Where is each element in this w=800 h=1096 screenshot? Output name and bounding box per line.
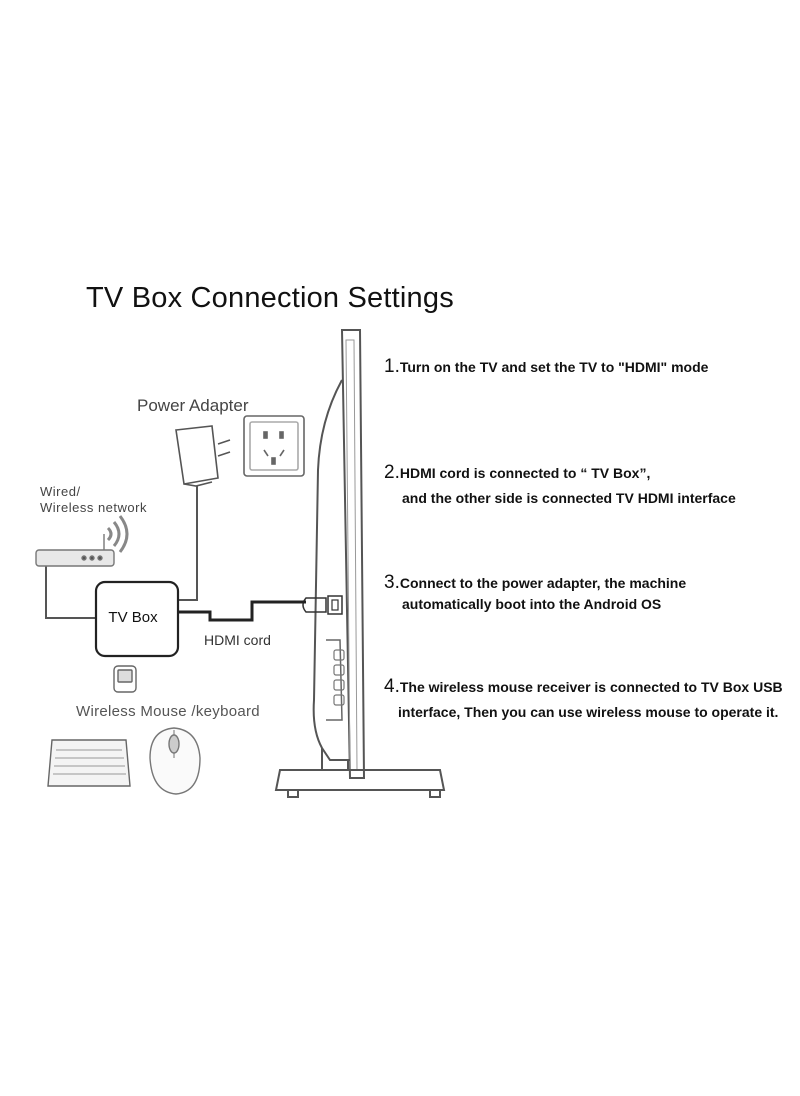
wall-socket-icon bbox=[243, 415, 305, 477]
wireless-mouse-keyboard-label: Wireless Mouse /keyboard bbox=[76, 703, 260, 720]
tv-box-label: TV Box bbox=[108, 609, 158, 626]
step-text: Turn on the TV and set the TV to "HDMI" … bbox=[399, 359, 709, 375]
step-2: 2.HDMI cord is connected to “ TV Box”, a… bbox=[384, 462, 736, 506]
tv-box-icon bbox=[94, 580, 180, 658]
keyboard-icon bbox=[47, 739, 131, 787]
step-text: Connect to the power adapter, the machin… bbox=[399, 575, 687, 591]
page-title: TV Box Connection Settings bbox=[86, 282, 454, 314]
network-label-line1: Wired/ bbox=[40, 484, 81, 499]
hdmi-cord-label: HDMI cord bbox=[204, 632, 271, 648]
step-4: 4.The wireless mouse receiver is connect… bbox=[384, 676, 783, 720]
step-1: 1.Turn on the TV and set the TV to "HDMI… bbox=[384, 356, 708, 378]
router-icon bbox=[35, 534, 115, 567]
step-text: HDMI cord is connected to “ TV Box”, bbox=[399, 465, 651, 481]
hdmi-plug-icon bbox=[302, 597, 327, 613]
step-number: 3. bbox=[384, 572, 400, 593]
power-adapter-label: Power Adapter bbox=[137, 396, 249, 415]
network-label-line2: Wireless network bbox=[40, 500, 147, 515]
wifi-icon bbox=[106, 515, 129, 553]
step-number: 2. bbox=[384, 462, 400, 483]
usb-receiver-icon bbox=[113, 665, 137, 693]
step-text-line2: automatically boot into the Android OS bbox=[402, 596, 662, 612]
power-adapter-icon bbox=[175, 425, 231, 487]
step-text-line2: interface, Then you can use wireless mou… bbox=[398, 704, 779, 720]
mouse-icon bbox=[149, 727, 201, 795]
step-text-line2: and the other side is connected TV HDMI … bbox=[402, 490, 736, 506]
tv-icon bbox=[274, 329, 446, 798]
step-3: 3.Connect to the power adapter, the mach… bbox=[384, 572, 686, 612]
cables bbox=[45, 486, 306, 622]
step-number: 4. bbox=[384, 676, 400, 697]
step-number: 1. bbox=[384, 356, 400, 377]
step-text: The wireless mouse receiver is connected… bbox=[399, 679, 783, 695]
